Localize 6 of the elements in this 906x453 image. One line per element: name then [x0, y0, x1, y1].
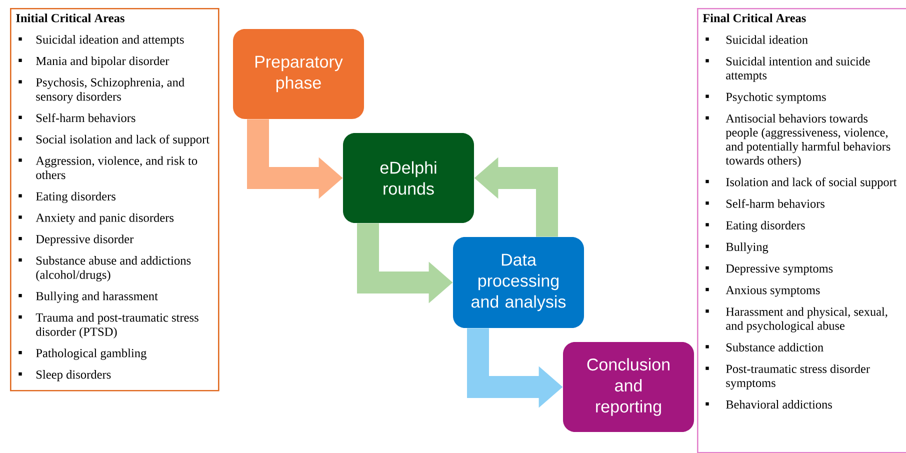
- list-box: Initial Critical Areas Suicidal ideation and attempts Mania and bipolar disorder Psychosis, Schizophrenia, and sensory disorders Self-harm behaviors Social isolation and lack of support Aggression, violence, and risk to others Eating disorders Anxiety and panic disorders Depressive disorder Substance abuse and addictions (alcohol/drugs) Bullying and harassment Trauma and post-traumatic stress disorder (PTSD) Pathological gambling Sleep disorders: [10, 8, 220, 392]
- process-box: Data processing and analysis: [453, 237, 584, 328]
- process-box: Conclusion and reporting: [563, 342, 694, 432]
- process-box: eDelphi rounds: [343, 133, 474, 223]
- list-box: Final Critical Areas Suicidal ideation Suicidal intention and suicide attempts Psychotic symptoms Antisocial behaviors towards people (aggressiveness, violence, and potentially harmful behaviors towards others) Isolation and lack of social support Self-harm behaviors Eating disorders Bullying Depressive symptoms Anxious symptoms Harassment and physical, sexual, and psychological abuse Substance addiction Post-traumatic stress disorder symptoms Behavioral addictions: [697, 8, 906, 453]
- process-box: Preparatory phase: [233, 29, 364, 119]
